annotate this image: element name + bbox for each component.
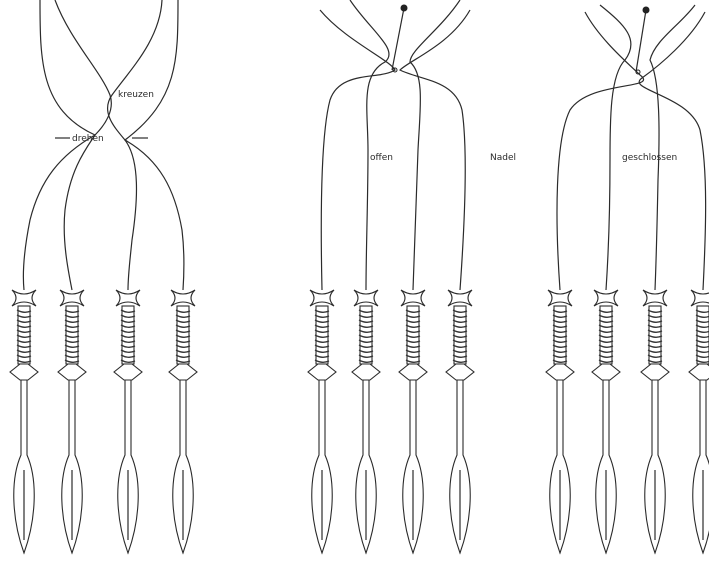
bobbin-icon	[308, 290, 336, 553]
bobbin-group-3	[546, 290, 709, 553]
thread-3	[108, 0, 162, 290]
bobbin-group-1	[10, 290, 197, 553]
bobbin-icon	[592, 290, 620, 553]
bobbin-icon	[169, 290, 197, 553]
bobbin-group-2	[308, 290, 474, 553]
thread-open-3	[410, 0, 460, 290]
panel-open: offen Nadel	[308, 0, 516, 553]
bobbin-icon	[10, 290, 38, 553]
thread-closed-2	[600, 5, 631, 290]
label-nadel: Nadel	[490, 153, 516, 163]
thread-1	[23, 0, 95, 290]
label-offen: offen	[370, 153, 393, 163]
pin-shaft-open	[392, 8, 404, 70]
thread-open-1	[320, 10, 395, 290]
panel-cross-twist: kreuzen drehen	[10, 0, 197, 553]
bobbin-icon	[689, 290, 709, 553]
thread-open-2	[350, 0, 389, 290]
label-kreuzen: kreuzen	[118, 90, 154, 100]
panel-closed: geschlossen	[546, 5, 709, 553]
pin-shaft-closed	[636, 10, 646, 72]
thread-closed-1	[557, 12, 644, 290]
bobbin-icon	[352, 290, 380, 553]
thread-closed-4	[639, 12, 705, 290]
label-drehen: drehen	[72, 134, 104, 144]
thread-4	[125, 0, 184, 290]
thread-open-4	[400, 10, 470, 290]
bobbin-icon	[399, 290, 427, 553]
bobbin-icon	[641, 290, 669, 553]
thread-2	[55, 0, 111, 290]
bobbin-icon	[114, 290, 142, 553]
label-geschlossen: geschlossen	[622, 153, 677, 163]
thread-closed-3	[650, 5, 695, 290]
pin-head-icon	[401, 5, 408, 12]
pin-head-icon	[643, 7, 650, 14]
bobbin-icon	[58, 290, 86, 553]
bobbin-icon	[546, 290, 574, 553]
bobbin-icon	[446, 290, 474, 553]
